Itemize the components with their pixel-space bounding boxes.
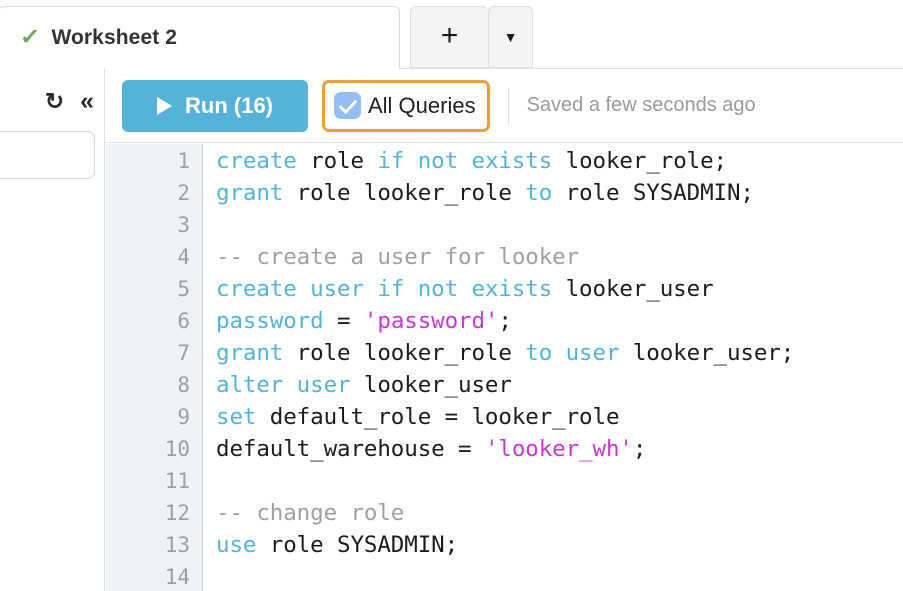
code-token-kw: password bbox=[216, 308, 324, 334]
left-rail-icon-group: ↻ « bbox=[0, 81, 105, 121]
code-token-pln: role bbox=[296, 148, 378, 174]
code-token-pln: looker_role; bbox=[552, 148, 727, 174]
code-token-pln: role looker_role bbox=[283, 340, 526, 366]
code-token-kw: create bbox=[216, 148, 297, 174]
editor-toolbar: Run (16) All Queries Saved a few seconds… bbox=[106, 69, 903, 143]
tab-worksheet-2[interactable]: ✓ Worksheet 2 bbox=[0, 6, 400, 69]
code-token-kw: to bbox=[525, 180, 553, 206]
code-token-cmt: -- change role bbox=[216, 500, 405, 526]
code-line[interactable]: create user if not exists looker_user bbox=[216, 273, 714, 305]
run-button-label: Run (16) bbox=[185, 92, 273, 118]
line-number: 10 bbox=[164, 437, 190, 461]
line-number: 5 bbox=[177, 277, 190, 301]
code-token-pln: role looker_role bbox=[283, 180, 526, 206]
line-number: 11 bbox=[164, 469, 190, 493]
code-token-pln: default_warehouse = bbox=[216, 436, 485, 462]
code-token-kw: grant bbox=[216, 340, 284, 366]
code-token-pln: role SYSADMIN; bbox=[256, 532, 459, 558]
code-line[interactable]: grant role looker_role to user looker_us… bbox=[216, 337, 794, 369]
sidebar-search-input[interactable] bbox=[0, 131, 95, 179]
play-icon bbox=[157, 96, 172, 115]
saved-status-text: Saved a few seconds ago bbox=[526, 94, 756, 116]
toolbar-divider bbox=[507, 87, 509, 124]
code-token-str: 'looker_wh' bbox=[484, 436, 633, 462]
run-button[interactable]: Run (16) bbox=[122, 79, 308, 132]
plus-icon: + bbox=[440, 18, 459, 52]
code-line[interactable]: use role SYSADMIN; bbox=[216, 529, 458, 561]
line-number: 3 bbox=[177, 213, 190, 237]
add-worksheet-button[interactable]: + bbox=[410, 6, 488, 68]
checkbox-checked-icon[interactable] bbox=[334, 92, 361, 119]
editor-code-area[interactable]: create role if not exists looker_role;gr… bbox=[204, 144, 903, 591]
line-number: 14 bbox=[164, 565, 190, 589]
code-token-pln: = bbox=[323, 308, 364, 334]
code-line[interactable]: grant role looker_role to role SYSADMIN; bbox=[216, 177, 754, 209]
code-line[interactable]: default_warehouse = 'looker_wh'; bbox=[216, 433, 646, 465]
all-queries-checkbox[interactable]: All Queries bbox=[322, 79, 490, 132]
left-rail: ↻ « bbox=[0, 69, 105, 591]
line-number: 9 bbox=[177, 405, 190, 429]
code-token-kw: create user if not exists bbox=[216, 276, 553, 302]
code-token-str: 'password' bbox=[363, 308, 499, 334]
chevron-down-icon: ▼ bbox=[503, 29, 518, 45]
code-token-pln: looker_user; bbox=[619, 340, 795, 366]
code-token-pln: ; bbox=[632, 436, 647, 462]
line-number: 4 bbox=[177, 245, 190, 269]
code-line[interactable]: password = 'password'; bbox=[216, 305, 512, 337]
code-line[interactable]: set default_role = looker_role bbox=[216, 401, 619, 433]
code-token-pln: role SYSADMIN; bbox=[552, 180, 754, 206]
code-token-pln: default_role = looker_role bbox=[256, 404, 620, 430]
code-line[interactable]: alter user looker_user bbox=[216, 369, 512, 401]
code-token-pln: looker_user bbox=[350, 372, 512, 398]
code-token-kw: use bbox=[216, 532, 257, 558]
code-token-kw: alter user bbox=[216, 372, 351, 398]
code-token-kw: to user bbox=[525, 340, 620, 366]
code-token-kw: grant bbox=[216, 180, 284, 206]
line-number: 7 bbox=[177, 341, 190, 365]
worksheet-menu-button[interactable]: ▼ bbox=[488, 6, 533, 68]
all-queries-label: All Queries bbox=[368, 92, 476, 118]
code-token-kw: set bbox=[216, 404, 257, 430]
check-icon: ✓ bbox=[19, 24, 41, 49]
code-line[interactable]: create role if not exists looker_role; bbox=[216, 145, 727, 177]
line-number: 8 bbox=[177, 373, 190, 397]
code-line[interactable]: -- change role bbox=[216, 497, 404, 529]
line-number: 2 bbox=[177, 181, 190, 205]
code-token-pln: looker_user bbox=[552, 276, 714, 302]
code-token-kw: if not exists bbox=[377, 148, 553, 174]
collapse-panel-icon[interactable]: « bbox=[80, 86, 94, 115]
line-number: 1 bbox=[177, 149, 190, 173]
code-line[interactable]: -- create a user for looker bbox=[216, 241, 579, 273]
line-number: 12 bbox=[164, 501, 190, 525]
code-token-pln: ; bbox=[498, 308, 512, 334]
line-number: 13 bbox=[164, 533, 190, 557]
worksheet-tab-bar: ✓ Worksheet 2 + ▼ bbox=[0, 0, 903, 69]
code-token-cmt: -- create a user for looker bbox=[216, 244, 580, 270]
refresh-icon[interactable]: ↻ bbox=[44, 87, 65, 114]
line-number: 6 bbox=[177, 309, 190, 333]
tab-title: Worksheet 2 bbox=[51, 26, 178, 49]
